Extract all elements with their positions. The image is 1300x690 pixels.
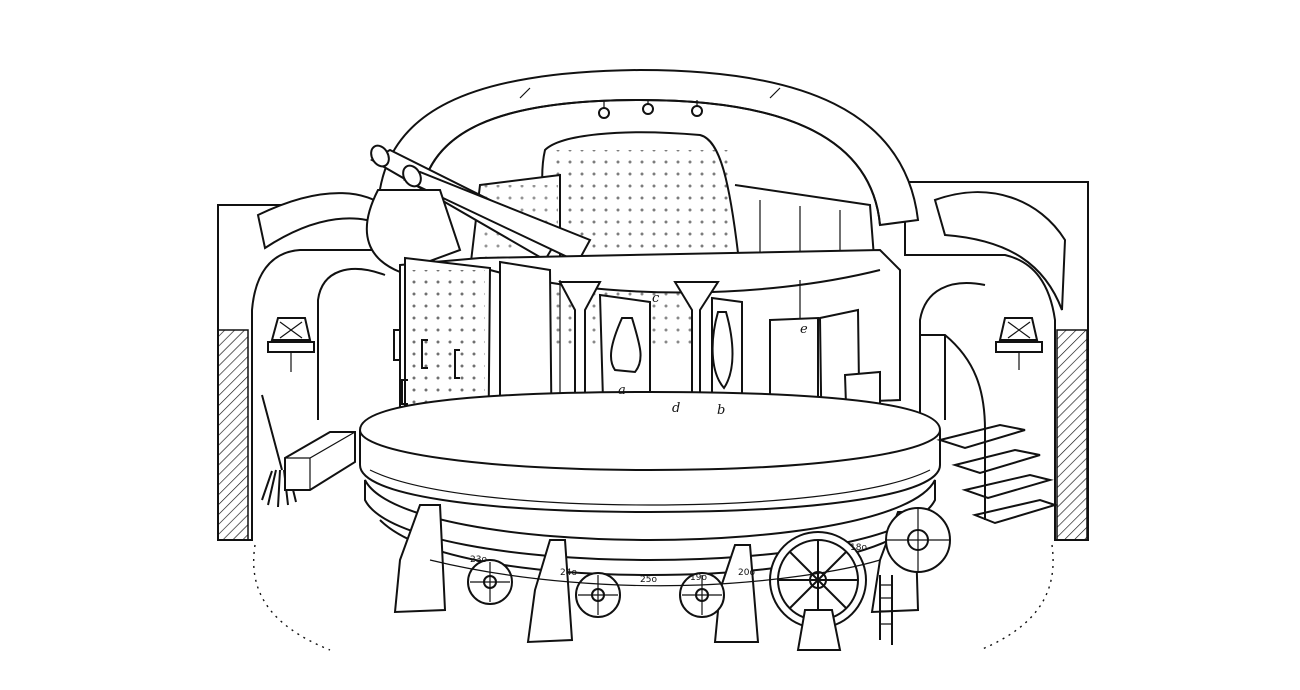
scale-band bbox=[429, 559, 881, 587]
drive-gear-wheel bbox=[879, 507, 951, 645]
hook bbox=[598, 100, 610, 119]
label-a: a bbox=[618, 383, 626, 398]
shell-bag bbox=[609, 317, 642, 374]
roller-wheels bbox=[467, 559, 725, 618]
label-c: c bbox=[652, 291, 660, 306]
hook bbox=[691, 100, 703, 117]
plate-handles bbox=[393, 329, 460, 405]
bench bbox=[284, 431, 356, 491]
right-passage-arch bbox=[919, 282, 986, 420]
left-passage-arch bbox=[317, 267, 386, 420]
scale-number: 24o bbox=[560, 568, 577, 578]
left-masonry-wall bbox=[217, 192, 383, 541]
gun-barrels bbox=[365, 144, 592, 274]
roller-wheel bbox=[467, 559, 513, 605]
left-wall-lamp bbox=[267, 317, 315, 372]
right-masonry-wall bbox=[904, 181, 1089, 541]
label-e: e bbox=[800, 322, 808, 337]
hook bbox=[642, 100, 654, 115]
scale-number: 20o bbox=[738, 568, 755, 578]
scale-number: 18o bbox=[850, 543, 867, 553]
label-b: b bbox=[717, 403, 725, 418]
pit-outline bbox=[253, 544, 1054, 651]
overhead-arch bbox=[376, 68, 920, 227]
scale-number: 23o bbox=[470, 555, 487, 565]
right-wall-lamp bbox=[995, 317, 1043, 370]
staircase bbox=[919, 334, 1059, 525]
roller-wheel bbox=[575, 572, 621, 618]
lifting-hooks bbox=[598, 100, 703, 119]
label-d: d bbox=[672, 401, 680, 416]
scale-number: 25o bbox=[640, 575, 657, 585]
scale-number: 19o bbox=[690, 573, 707, 583]
training-handwheel bbox=[769, 531, 867, 651]
shell-bag bbox=[711, 311, 734, 390]
